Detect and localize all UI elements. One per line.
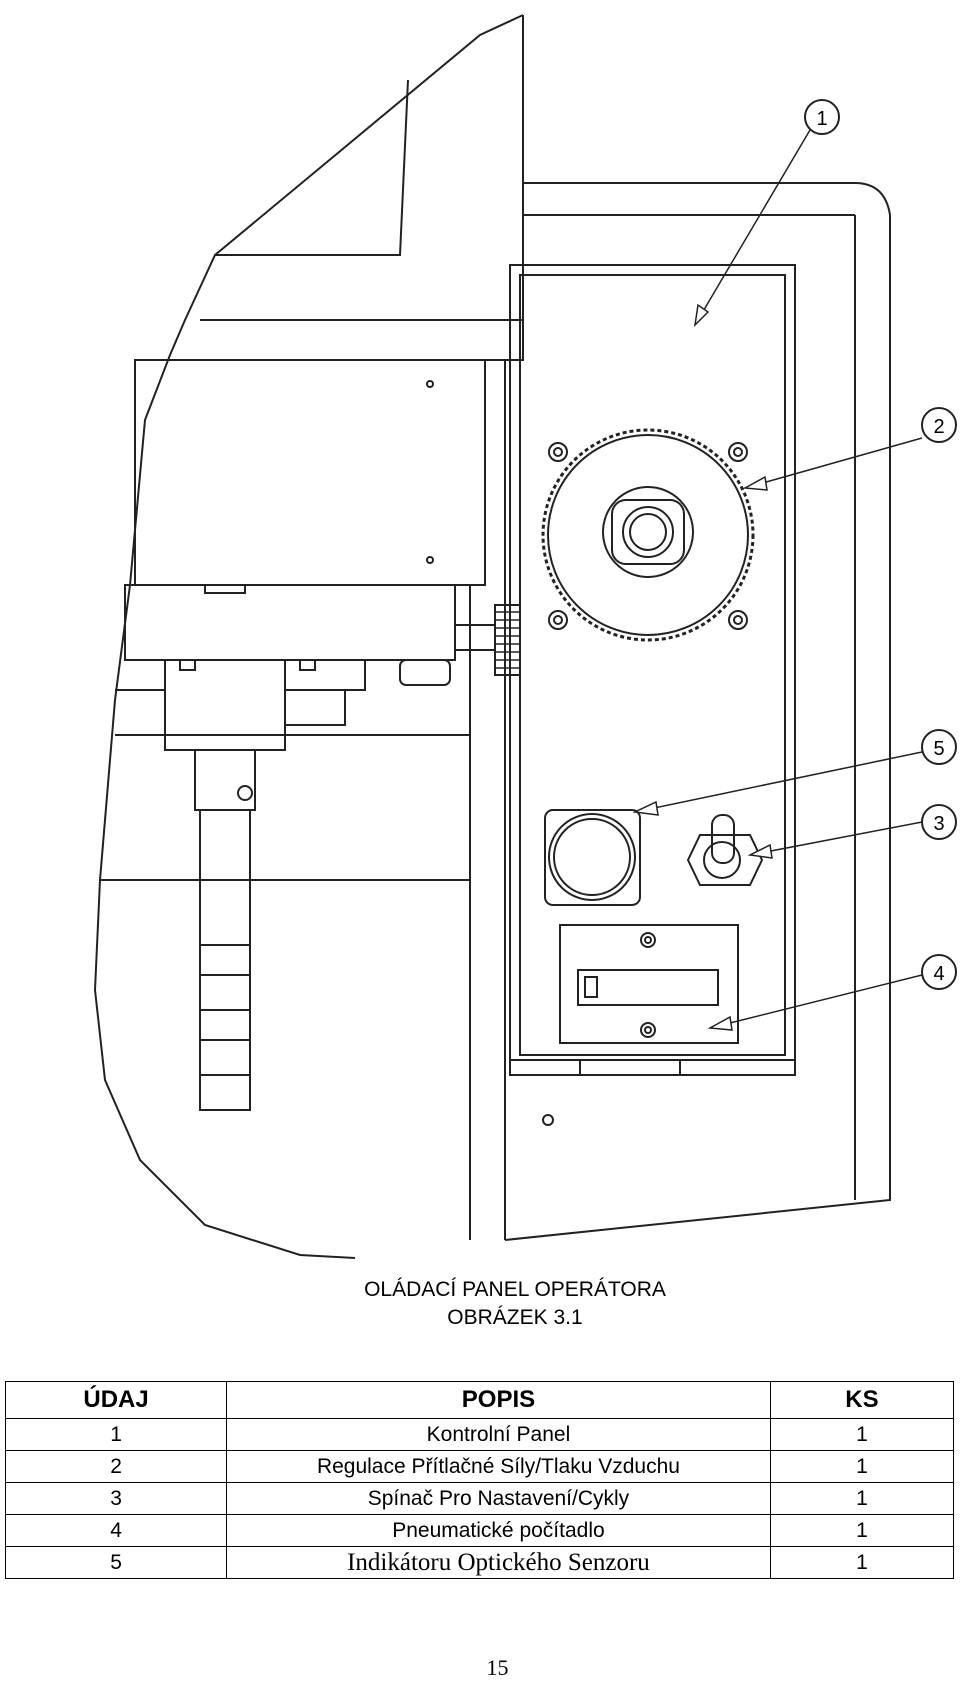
cell-item: 3	[4, 1482, 228, 1515]
callout-5: 5	[921, 729, 957, 765]
table-row: 1 Kontrolní Panel 1	[4, 1418, 955, 1451]
cell-description: Pneumatické počítadlo	[226, 1514, 771, 1547]
header-ks: KS	[769, 1381, 955, 1419]
cell-quantity: 1	[769, 1450, 955, 1483]
cell-quantity: 1	[769, 1482, 955, 1515]
cell-description: Regulace Přítlačné Síly/Tlaku Vzduchu	[226, 1450, 771, 1483]
pneumatic-counter	[559, 924, 739, 1044]
optical-sensor-indicator	[544, 809, 641, 906]
callout-4: 4	[921, 954, 957, 990]
callout-number: 3	[933, 813, 944, 835]
callout-1: 1	[804, 99, 840, 135]
callout-number: 1	[816, 108, 827, 130]
air-pressure-regulator-dial	[541, 428, 755, 642]
callout-number: 5	[933, 738, 944, 760]
figure-number: OBRÁZEK 3.1	[447, 1306, 583, 1329]
operator-panel-drawing: 1 2 5 3 4	[93, 14, 957, 1259]
table-header-row: ÚDAJ POPIS KS	[4, 1381, 955, 1419]
cell-quantity: 1	[769, 1546, 955, 1579]
cell-item: 1	[4, 1418, 228, 1451]
callout-number: 2	[933, 416, 944, 438]
table-row: 2 Regulace Přítlačné Síly/Tlaku Vzduchu …	[4, 1450, 955, 1483]
table-row: 3 Spínač Pro Nastavení/Cykly 1	[4, 1482, 955, 1515]
header-udaj: ÚDAJ	[4, 1381, 228, 1419]
cell-description: Kontrolní Panel	[226, 1418, 771, 1451]
machine-body	[93, 14, 524, 1259]
callout-number: 4	[933, 963, 944, 985]
panel-housing	[504, 182, 891, 1241]
cell-description: Indikátoru Optického Senzoru	[226, 1546, 771, 1579]
header-popis: POPIS	[226, 1381, 771, 1419]
cell-quantity: 1	[769, 1418, 955, 1451]
callout-leaders	[632, 129, 923, 1031]
page-number: 15	[486, 1655, 509, 1680]
cell-quantity: 1	[769, 1514, 955, 1547]
setup-cycle-toggle-switch	[686, 814, 764, 886]
cell-description: Spínač Pro Nastavení/Cykly	[226, 1482, 771, 1515]
parts-table: ÚDAJ POPIS KS 1 Kontrolní Panel 1 2 Regu…	[4, 1381, 955, 1579]
table-row: 5 Indikátoru Optického Senzoru 1	[4, 1546, 955, 1579]
table-row: 4 Pneumatické počítadlo 1	[4, 1514, 955, 1547]
figure-title: OLÁDACÍ PANEL OPERÁTORA	[364, 1278, 666, 1301]
callout-2: 2	[921, 407, 957, 443]
cell-item: 4	[4, 1514, 228, 1547]
callout-3: 3	[921, 804, 957, 840]
cell-item: 2	[4, 1450, 228, 1483]
cell-item: 5	[4, 1546, 228, 1579]
